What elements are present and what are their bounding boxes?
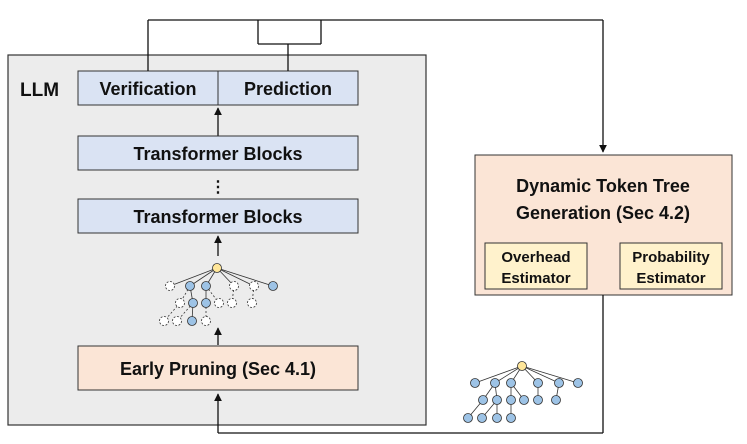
transformer-blocks-bottom: [77, 198, 359, 234]
verification-label: Verification: [99, 79, 196, 99]
transformer-blocks-top: [77, 135, 359, 171]
transformer-blocks-bottom-label: Transformer Blocks: [133, 207, 302, 227]
return-connector-bottom: [218, 295, 604, 434]
prediction-label: Prediction: [244, 79, 332, 99]
pruned-tree-nodes: [159, 263, 278, 326]
early-pruning-box: [77, 345, 359, 391]
generation-title-line1: Dynamic Token Tree: [516, 176, 690, 196]
transformer-blocks-top-label: Transformer Blocks: [133, 144, 302, 164]
generated-tree-nodes: [463, 361, 583, 423]
overhead-estimator-box: [484, 242, 588, 290]
feedback-connector-top: [147, 19, 603, 71]
probability-estimator-line1: Probability: [632, 249, 710, 266]
ellipsis-icon: ⋮: [210, 179, 226, 196]
generated-token-tree: [467, 365, 579, 419]
probability-estimator-box: [619, 242, 723, 290]
early-pruning-label: Early Pruning (Sec 4.1): [120, 359, 316, 379]
overhead-estimator-line1: Overhead: [501, 249, 570, 266]
generated-tree-root-node: [517, 361, 527, 371]
tree-root-node: [212, 263, 222, 273]
llm-title: LLM: [20, 80, 59, 101]
overhead-estimator-line2: Estimator: [501, 270, 570, 287]
probability-estimator-line2: Estimator: [636, 270, 705, 287]
generation-title-line2: Generation (Sec 4.2): [516, 203, 690, 223]
